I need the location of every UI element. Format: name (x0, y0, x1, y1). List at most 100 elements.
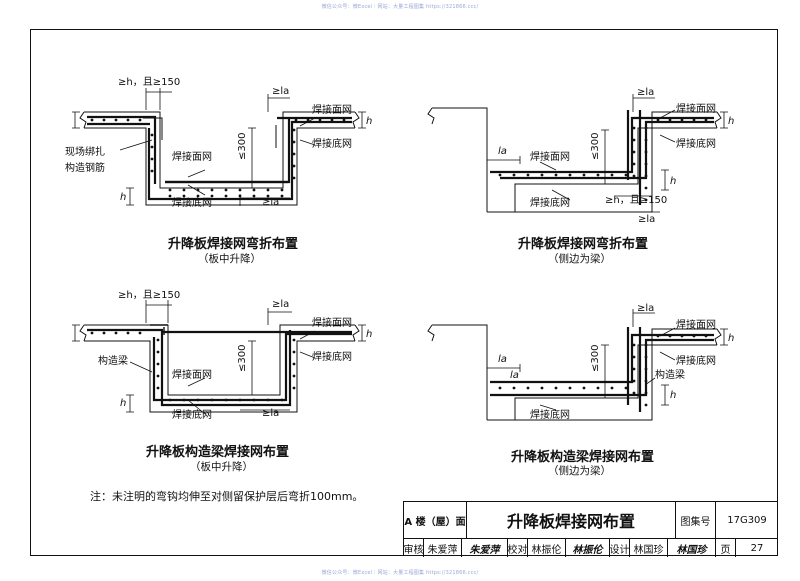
design-signature: 林国珍 (668, 539, 716, 557)
d4-mesh-bot-c: 焊接底网 (530, 408, 570, 421)
d1-mesh-bot-r: 焊接底网 (312, 137, 352, 150)
rebar-dot (102, 331, 106, 335)
d2-h2: h (670, 176, 676, 187)
diagram3-subtitle: （板中升降） (190, 461, 253, 473)
rebar-dot (182, 188, 186, 192)
rebar-dot (632, 391, 636, 395)
check-signature: 林振伦 (566, 539, 610, 557)
d4-beam: 构造梁 (655, 368, 685, 381)
d2-le300: ≤300 (590, 133, 601, 160)
d1-le300: ≤300 (237, 133, 248, 160)
d1-site-tie-2: 构造钢筋 (65, 161, 105, 174)
rebar-dot (692, 118, 696, 122)
d1-la-top: ≥la (272, 86, 289, 97)
rebar-dot (210, 188, 214, 192)
d4-mesh-top: 焊接面网 (676, 318, 716, 331)
rebar-dot (656, 334, 660, 338)
rebar-dot (196, 188, 200, 192)
rebar-dot (238, 188, 242, 192)
rebar-dot (632, 367, 636, 371)
rebar-dot (294, 331, 298, 335)
rebar-dot (292, 128, 296, 132)
rebar-dot (668, 118, 672, 122)
rebar-dot (632, 150, 636, 154)
rebar-dot (624, 386, 628, 390)
rebar-dot (582, 386, 586, 390)
diagram4-title: 升降板构造梁焊接网布置 (511, 450, 655, 465)
rebar-dot (568, 386, 572, 390)
rebar-dot (238, 194, 242, 198)
d2-la-l: la (498, 146, 507, 157)
page-number: 27 (750, 542, 764, 554)
rebar-dot (554, 173, 558, 177)
d1-mesh-top-r: 焊接面网 (312, 103, 352, 116)
rebar-dot (292, 386, 296, 390)
d2-mesh-top: 焊接面网 (676, 102, 716, 115)
d2-la-bot: ≥la (638, 214, 655, 225)
rebar-dot (624, 173, 628, 177)
diagram1-slab (79, 111, 360, 206)
rebar-dot (168, 194, 172, 198)
rebar-dot (168, 398, 172, 402)
rebar-dot (342, 118, 346, 122)
d2-la-top: ≥la (637, 87, 654, 98)
d2-mesh-top-c: 焊接面网 (530, 150, 570, 163)
rebar-dot (138, 331, 142, 335)
rebar-dot (292, 140, 296, 144)
rebar-dot (252, 188, 256, 192)
d3-mesh-top-r: 焊接面网 (312, 316, 352, 329)
rebar-dot (632, 174, 636, 178)
rebar-dot (610, 173, 614, 177)
rebar-dot (540, 173, 544, 177)
rebar-dot (156, 374, 160, 378)
rebar-dot (138, 118, 142, 122)
rebar-dot (252, 194, 256, 198)
d3-mesh-top-c: 焊接面网 (172, 368, 212, 381)
d1-h-l: h (120, 192, 126, 203)
rebar-dot (182, 194, 186, 198)
diagram2-slab (427, 107, 722, 213)
rebar-dot (280, 398, 284, 402)
rebar-dot (644, 162, 648, 166)
rebar-dot (150, 145, 154, 149)
rebar-dot (292, 362, 296, 366)
rebar-dot (632, 355, 636, 359)
review-name: 朱爱萍 (424, 539, 462, 557)
check-name: 林振伦 (528, 539, 566, 557)
d1-mesh-top-c: 焊接面网 (172, 150, 212, 163)
rebar-dot (156, 338, 160, 342)
rebar-dot (540, 386, 544, 390)
drawing-frame (30, 29, 778, 556)
rebar-dot (102, 118, 106, 122)
rebar-dot (156, 350, 160, 354)
d4-le300: ≤300 (590, 345, 601, 372)
rebar-dot (210, 398, 214, 402)
rebar-dot (632, 343, 636, 347)
rebar-dot (90, 331, 94, 335)
rebar-dot (224, 398, 228, 402)
rebar-dot (292, 350, 296, 354)
diagram2-subtitle: （侧边为梁） (548, 253, 611, 265)
rebar-dot (644, 367, 648, 371)
d4-la-l: la (498, 354, 507, 365)
rebar-dot (610, 386, 614, 390)
atlas-label: 图集号 (676, 502, 716, 538)
rebar-dot (266, 398, 270, 402)
d2-dim-bot: ≥h，且≥150 (605, 194, 667, 206)
rebar-dot (512, 173, 516, 177)
d4-la-top: ≥la (637, 303, 654, 314)
rebar-dot (156, 362, 160, 366)
d1-mesh-bot-c: 焊接底网 (172, 196, 212, 209)
rebar-dot (292, 176, 296, 180)
d4-mesh-bot: 焊接底网 (676, 354, 716, 367)
rebar-dot (150, 133, 154, 137)
rebar-dot (280, 194, 284, 198)
rebar-dot (294, 118, 298, 122)
diagram1-subtitle: （板中升降） (198, 253, 261, 265)
rebar-dot (114, 118, 118, 122)
rebar-dot (644, 391, 648, 395)
rebar-dot (306, 331, 310, 335)
rebar-dot (150, 157, 154, 161)
page-label: 页 (716, 539, 736, 557)
rebar-dot (330, 331, 334, 335)
